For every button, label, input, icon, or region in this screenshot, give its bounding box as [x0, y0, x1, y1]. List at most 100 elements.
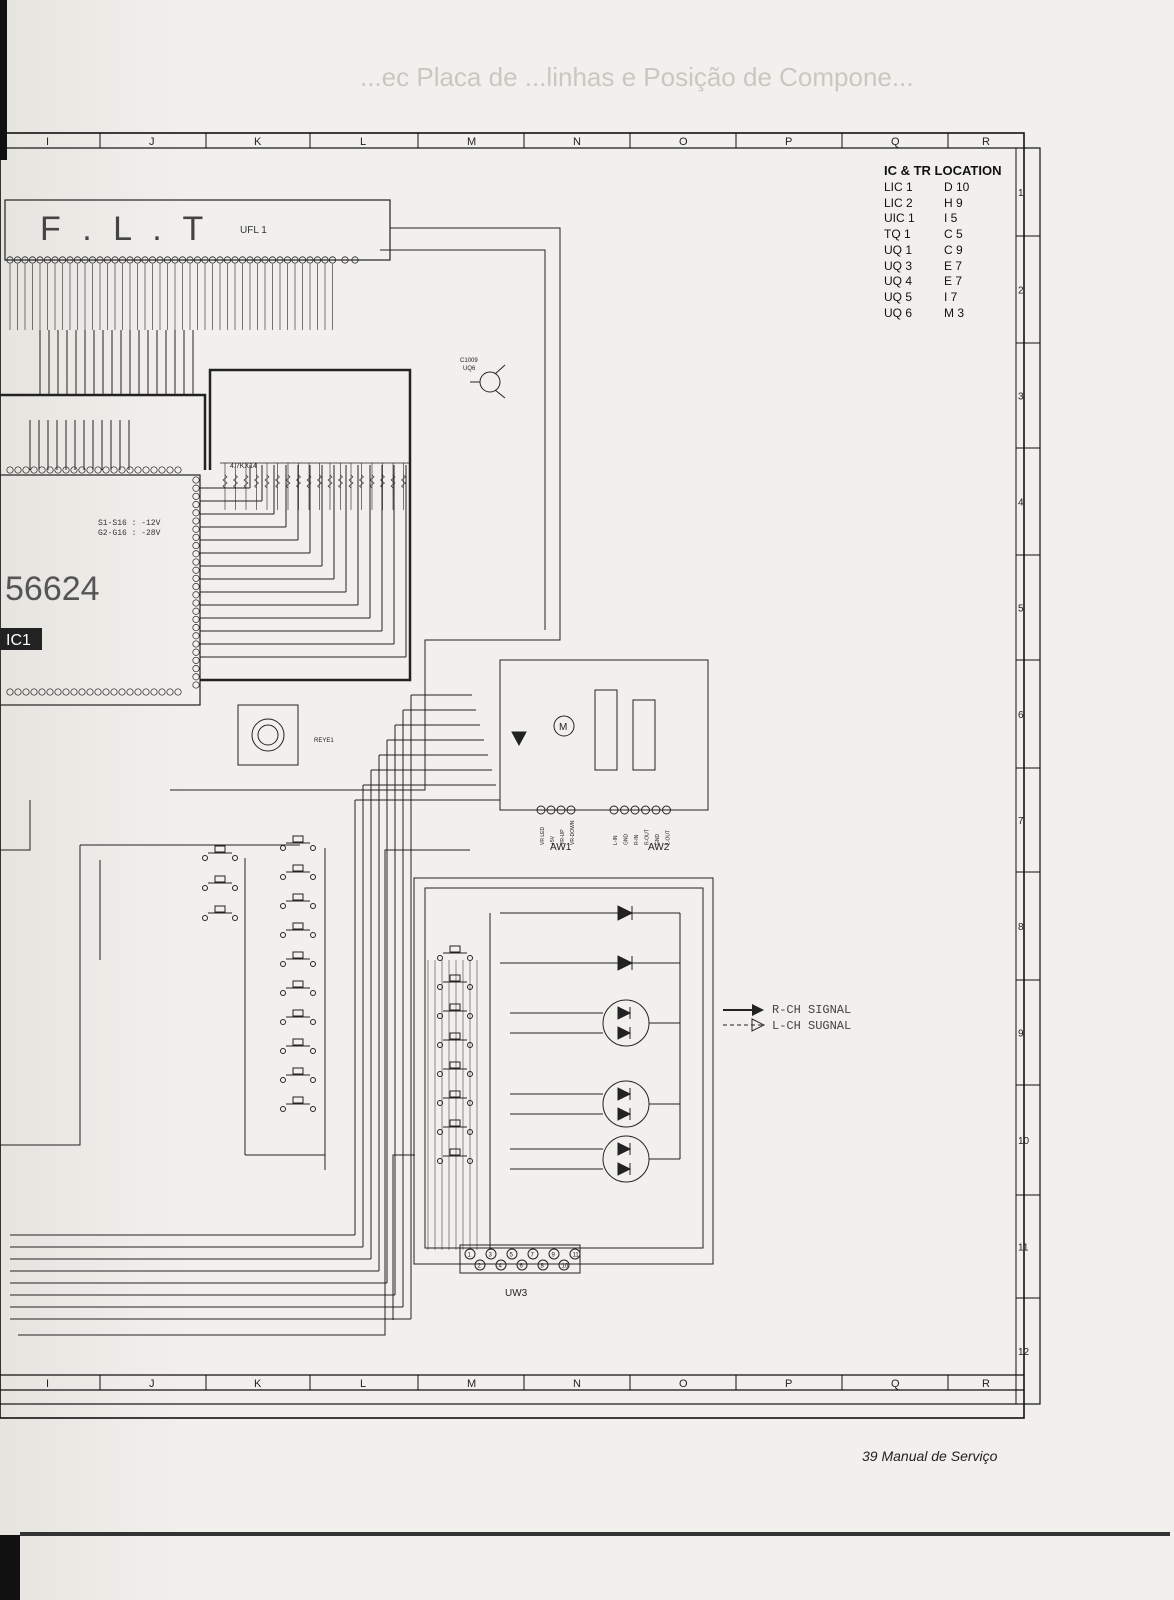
flt-pin: [238, 256, 247, 264]
ic-pin: [174, 466, 182, 474]
ic-pin: [192, 558, 200, 566]
uw3-pin: [516, 1259, 528, 1271]
column-label-I: I: [46, 136, 49, 148]
svg-text:5: 5: [510, 1253, 514, 1259]
ic-pin: [70, 688, 78, 696]
ic-pin: [192, 632, 200, 640]
ic-pin: [6, 466, 14, 474]
flt-pin: [126, 256, 134, 264]
aw2-pin-label: L-IN: [613, 835, 619, 845]
ic-part-number: 56624: [5, 570, 100, 608]
ic-pin: [78, 688, 86, 696]
flt-pin: [313, 256, 322, 264]
flt-pin: [13, 256, 22, 264]
switch-button: [292, 835, 304, 843]
column-label-I: I: [46, 1378, 49, 1390]
diagram-inner-frame: [0, 147, 1041, 1405]
flt-pin: [178, 256, 187, 264]
location-grid: H 9: [944, 195, 963, 210]
switch-contact: [232, 885, 238, 891]
flt-pin: [186, 256, 194, 264]
flt-pin: [246, 256, 254, 264]
column-label-P: P: [785, 136, 792, 148]
ic-pin: [110, 466, 118, 474]
ic-pin: [94, 466, 102, 474]
switch-button: [449, 1003, 461, 1011]
ic-pin: [126, 466, 134, 474]
location-ref: UQ 4: [884, 274, 913, 289]
dual-led: [602, 1080, 650, 1128]
uw3-pin: [527, 1248, 539, 1260]
ic-right-pins: [192, 476, 200, 689]
column-label-L: L: [360, 1378, 366, 1390]
ic-pin: [118, 688, 126, 696]
flt-pin: [43, 256, 52, 264]
uw3-body: [459, 1244, 581, 1274]
flt-pin: [156, 256, 164, 264]
switch-contact: [437, 1071, 443, 1077]
ic-top-pins: [6, 466, 182, 474]
ic-pin: [192, 624, 200, 632]
wire-bundle: [0, 227, 561, 1336]
column-label-R: R: [982, 136, 990, 148]
flt-pin: [193, 256, 202, 264]
aw2-pin-label: L-OUT: [666, 830, 672, 845]
switch-contact: [467, 955, 473, 961]
svg-text:8: 8: [541, 1264, 545, 1270]
ic-pin: [134, 466, 142, 474]
switch-button: [449, 974, 461, 982]
transistor-uq6: C1009 UQ6: [460, 358, 506, 399]
flt-pin: [298, 256, 307, 264]
switch-button: [449, 945, 461, 953]
voltage-note-2: G2-G16 : -28V: [98, 529, 161, 538]
switch-contact: [310, 1019, 316, 1025]
ic-pin: [38, 688, 46, 696]
ic-pin: [158, 466, 166, 474]
svg-text:7: 7: [531, 1253, 535, 1259]
switch-button: [449, 1148, 461, 1156]
location-grid: M 3: [944, 305, 965, 320]
switch-button: [214, 875, 226, 883]
column-label-Q: Q: [891, 136, 900, 148]
ic-pin: [22, 466, 30, 474]
ufl-label: UFL 1: [240, 225, 267, 236]
flt-pin: [321, 256, 329, 264]
ic-pin: [192, 648, 200, 656]
column-label-J: J: [149, 1378, 155, 1390]
ic-pin: [94, 688, 102, 696]
flt-pin: [253, 256, 262, 264]
location-ref: LIC 2: [884, 195, 913, 210]
location-grid: E 7: [944, 274, 963, 289]
switch-contact: [310, 874, 316, 880]
location-grid: E 7: [944, 258, 963, 273]
row-label-11: 11: [1018, 1243, 1029, 1254]
row-label-1: 1: [1018, 188, 1024, 199]
ic-pin: [192, 599, 200, 607]
ic-pin: [30, 688, 38, 696]
ic-pin: [192, 533, 200, 541]
flt-pin: [223, 256, 232, 264]
switch-contact: [280, 961, 286, 967]
switch-contact: [310, 932, 316, 938]
ic-pin: [192, 517, 200, 525]
ic-pin: [134, 688, 142, 696]
flt-label: F . L . T: [40, 210, 209, 248]
switch-button: [292, 1096, 304, 1104]
flt-pin: [216, 256, 224, 264]
switch-button: [292, 1067, 304, 1075]
signal-legend: R-CH SIGNAL L-CH SUGNAL: [723, 1003, 851, 1033]
row-label-12: 12: [1018, 1347, 1030, 1358]
aw1-pin-label: VR-DOWN: [570, 820, 576, 845]
column-label-L: L: [360, 136, 366, 148]
row-label-6: 6: [1018, 710, 1024, 721]
row-label-8: 8: [1018, 922, 1024, 933]
flt-pin: [276, 256, 284, 264]
flt-pin: [328, 256, 337, 264]
switch-contact: [310, 845, 316, 851]
ic-pin: [192, 550, 200, 558]
ic-pin: [166, 688, 174, 696]
svg-text:6: 6: [520, 1264, 524, 1270]
